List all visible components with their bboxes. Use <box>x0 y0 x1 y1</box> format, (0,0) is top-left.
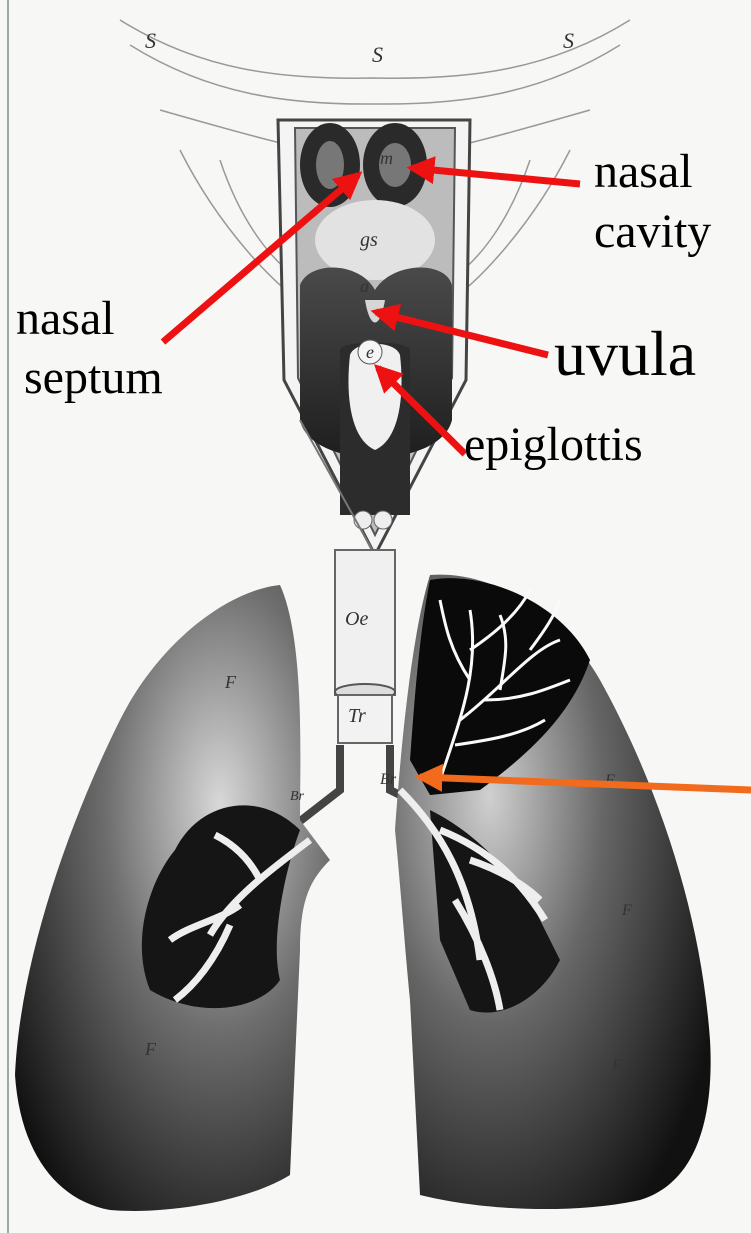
letter-f-left-upper: F <box>224 672 237 692</box>
letter-br-left: Br <box>290 789 305 804</box>
letter-br-right: Br <box>380 771 397 788</box>
letter-f-right-lower: F <box>611 1057 622 1074</box>
letter-a: a <box>360 276 369 296</box>
letter-f-left-lower: F <box>144 1039 157 1059</box>
label-nasal-cavity-line2: cavity <box>594 208 711 256</box>
pharynx <box>278 120 470 555</box>
letter-s-right: S <box>563 28 574 53</box>
letter-oe: Oe <box>345 608 368 630</box>
label-uvula: uvula <box>554 322 696 386</box>
letter-f-right-mid: F <box>621 902 632 919</box>
letter-tr: Tr <box>348 705 366 727</box>
label-nasal-septum-line2: septum <box>24 354 163 402</box>
label-nasal-cavity-line1: nasal <box>594 148 693 196</box>
right-lung <box>395 575 711 1209</box>
letter-m: m <box>380 148 393 168</box>
letter-s-center: S <box>372 42 383 67</box>
letter-gs: gs <box>360 229 378 251</box>
letter-e: e <box>366 342 374 362</box>
label-epiglottis: epiglottis <box>464 421 643 469</box>
letter-s-left: S <box>145 28 156 53</box>
label-nasal-septum-line1: nasal <box>16 295 115 343</box>
left-lung <box>15 585 330 1211</box>
